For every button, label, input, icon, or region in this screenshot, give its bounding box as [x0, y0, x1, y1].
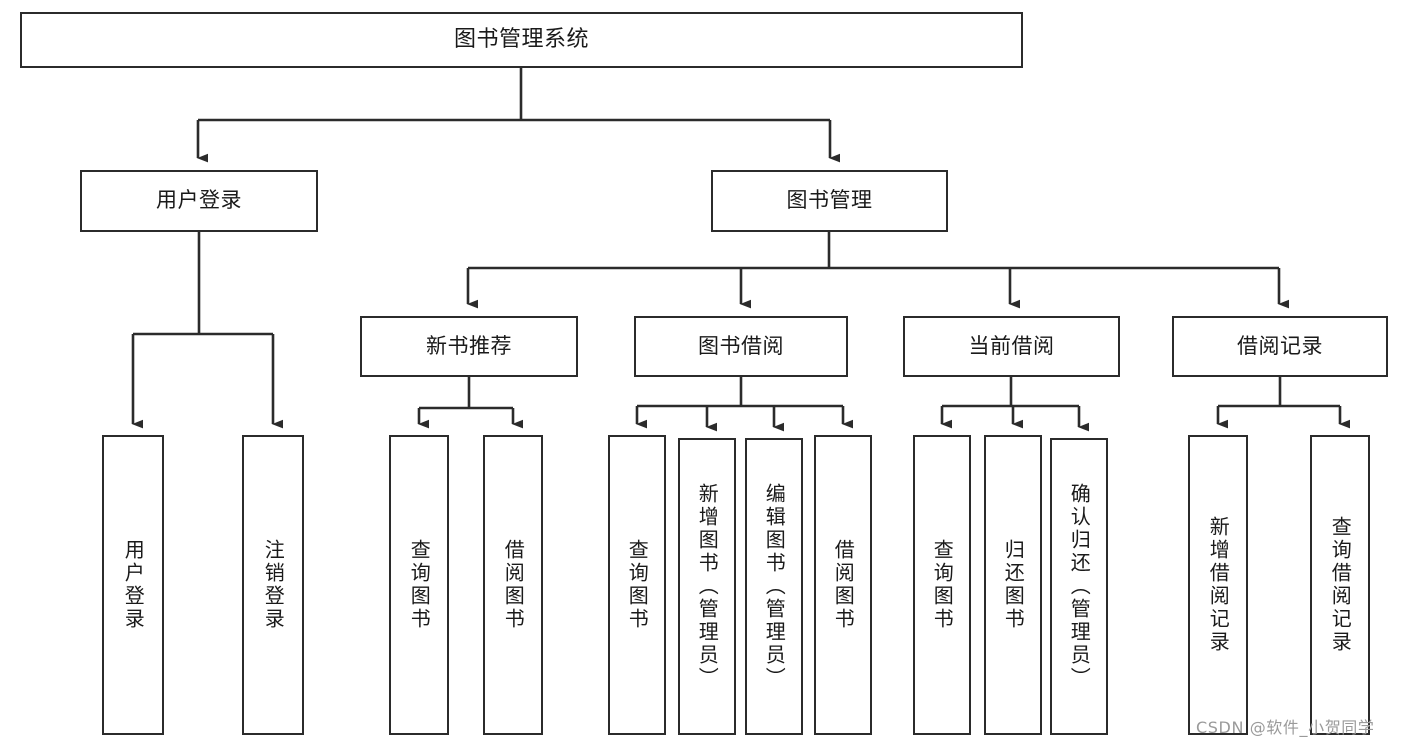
node-user-login-label: 用户登录 — [156, 188, 242, 213]
node-leaf-query-record-label: 查询借阅记录 — [1328, 516, 1353, 654]
node-leaf-query-book-1[interactable]: 查询图书 — [389, 435, 449, 735]
node-leaf-return-book[interactable]: 归还图书 — [984, 435, 1042, 735]
node-current-borrow-label: 当前借阅 — [968, 333, 1055, 358]
node-leaf-confirm-return-label: 确认归还（管理员） — [1067, 483, 1092, 690]
node-leaf-return-book-label: 归还图书 — [1001, 539, 1026, 631]
node-leaf-add-record[interactable]: 新增借阅记录 — [1188, 435, 1248, 735]
node-leaf-user-login[interactable]: 用户登录 — [102, 435, 164, 735]
node-book-borrow[interactable]: 图书借阅 — [634, 316, 848, 377]
node-root[interactable]: 图书管理系统 — [20, 12, 1023, 68]
node-leaf-query-book-3[interactable]: 查询图书 — [913, 435, 971, 735]
node-leaf-borrow-book-2[interactable]: 借阅图书 — [814, 435, 872, 735]
node-leaf-query-record[interactable]: 查询借阅记录 — [1310, 435, 1370, 735]
node-leaf-logout-label: 注销登录 — [261, 539, 286, 631]
node-user-login[interactable]: 用户登录 — [80, 170, 318, 232]
node-leaf-edit-book[interactable]: 编辑图书（管理员） — [745, 438, 803, 735]
node-leaf-confirm-return[interactable]: 确认归还（管理员） — [1050, 438, 1108, 735]
node-leaf-query-book-1-label: 查询图书 — [407, 539, 432, 631]
node-current-borrow[interactable]: 当前借阅 — [903, 316, 1120, 377]
node-new-book-recommend-label: 新书推荐 — [426, 333, 512, 358]
node-leaf-borrow-book-2-label: 借阅图书 — [831, 539, 856, 631]
node-leaf-borrow-book-1-label: 借阅图书 — [501, 539, 526, 631]
node-new-book-recommend[interactable]: 新书推荐 — [360, 316, 578, 377]
node-root-label: 图书管理系统 — [453, 26, 589, 52]
node-borrow-record-label: 借阅记录 — [1237, 333, 1323, 358]
node-leaf-edit-book-label: 编辑图书（管理员） — [762, 483, 787, 690]
node-leaf-query-book-3-label: 查询图书 — [930, 539, 955, 631]
node-leaf-logout[interactable]: 注销登录 — [242, 435, 304, 735]
node-book-manage-label: 图书管理 — [786, 188, 873, 213]
node-leaf-user-login-label: 用户登录 — [121, 539, 146, 631]
node-leaf-add-book-label: 新增图书（管理员） — [695, 483, 720, 690]
node-book-borrow-label: 图书借阅 — [698, 333, 784, 358]
node-leaf-add-record-label: 新增借阅记录 — [1206, 516, 1231, 654]
node-borrow-record[interactable]: 借阅记录 — [1172, 316, 1388, 377]
node-leaf-borrow-book-1[interactable]: 借阅图书 — [483, 435, 543, 735]
node-leaf-add-book[interactable]: 新增图书（管理员） — [678, 438, 736, 735]
node-leaf-query-book-2-label: 查询图书 — [625, 539, 650, 631]
node-book-manage[interactable]: 图书管理 — [711, 170, 948, 232]
node-leaf-query-book-2[interactable]: 查询图书 — [608, 435, 666, 735]
